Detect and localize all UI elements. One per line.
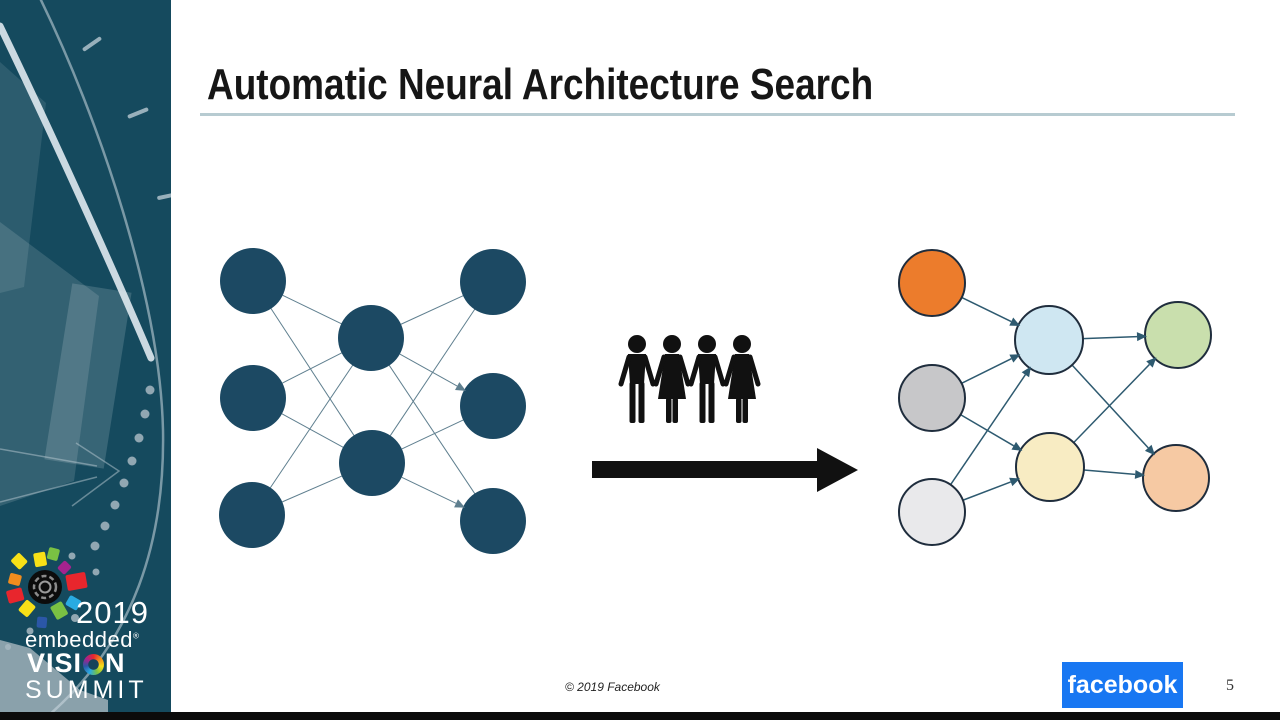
man-icon xyxy=(688,335,726,423)
vision-o-wheel-icon xyxy=(83,654,105,675)
edge-arrowhead-icon xyxy=(1009,477,1021,487)
network-edge xyxy=(962,481,1012,501)
edge-arrowhead-icon xyxy=(1134,469,1146,479)
searched-network-diagram xyxy=(898,249,1212,546)
network-node-A2 xyxy=(898,364,966,432)
woman-icon xyxy=(653,335,691,423)
edge-arrowhead-icon xyxy=(454,382,466,391)
man-icon xyxy=(618,335,656,423)
hand-designed-network-diagram xyxy=(219,248,526,554)
network-edge xyxy=(270,308,356,438)
network-node-B2 xyxy=(1015,432,1085,502)
network-edge xyxy=(282,474,344,503)
edge-arrowhead-icon xyxy=(1021,366,1032,378)
network-edge xyxy=(388,365,477,496)
network-edge xyxy=(282,351,344,384)
network-node-M2 xyxy=(339,430,405,496)
copyright-text: © 2019 Facebook xyxy=(565,680,660,694)
network-node-R3 xyxy=(460,488,526,554)
network-node-L1 xyxy=(220,248,286,314)
page-title: Automatic Neural Architecture Search xyxy=(207,60,874,109)
facebook-wordmark: facebook xyxy=(1067,670,1178,699)
network-node-L2 xyxy=(220,365,286,431)
network-node-A3 xyxy=(898,478,966,546)
logo-year: 2019 xyxy=(76,595,149,630)
network-node-B1 xyxy=(1014,305,1084,375)
woman-icon xyxy=(723,335,761,423)
network-edge xyxy=(961,296,1012,323)
network-edge xyxy=(1071,364,1149,449)
network-edge xyxy=(1082,335,1138,340)
network-edge xyxy=(399,353,458,387)
summit-logo-pinwheel xyxy=(6,547,88,629)
network-node-C1 xyxy=(1144,301,1212,369)
network-edge xyxy=(400,294,466,325)
logo-embedded: embedded® xyxy=(25,627,140,652)
network-edge xyxy=(401,476,457,504)
network-node-A1 xyxy=(898,249,966,317)
network-edge xyxy=(282,294,344,325)
network-node-C2 xyxy=(1142,444,1210,512)
title-underline xyxy=(200,113,1235,116)
edge-arrowhead-icon xyxy=(454,499,466,508)
edge-arrowhead-icon xyxy=(1146,357,1157,368)
network-node-L3 xyxy=(219,482,285,548)
network-edge xyxy=(1083,469,1136,476)
network-edge xyxy=(1073,363,1150,444)
bottom-black-bar xyxy=(0,712,1280,720)
edge-arrowhead-icon xyxy=(1144,444,1156,456)
network-edge xyxy=(401,418,466,450)
edge-arrowhead-icon xyxy=(1136,332,1148,342)
network-edge xyxy=(949,374,1026,486)
people-icons xyxy=(618,335,761,423)
edge-arrowhead-icon xyxy=(1009,354,1021,363)
outline-arrow xyxy=(0,442,121,507)
facebook-logo: facebook xyxy=(1062,662,1183,708)
network-node-R2 xyxy=(460,373,526,439)
network-node-M1 xyxy=(338,305,404,371)
network-edge xyxy=(961,357,1012,385)
network-edge xyxy=(281,413,346,449)
edge-arrowhead-icon xyxy=(1009,317,1021,326)
network-node-R1 xyxy=(460,249,526,315)
sidebar-decoration xyxy=(0,0,171,712)
page-number: 5 xyxy=(1226,677,1234,694)
network-edge xyxy=(389,307,477,436)
edge-arrowhead-icon xyxy=(1011,441,1023,451)
network-edge xyxy=(269,363,355,488)
transform-arrow-icon xyxy=(592,448,858,492)
logo-summit: SUMMIT xyxy=(25,676,148,704)
